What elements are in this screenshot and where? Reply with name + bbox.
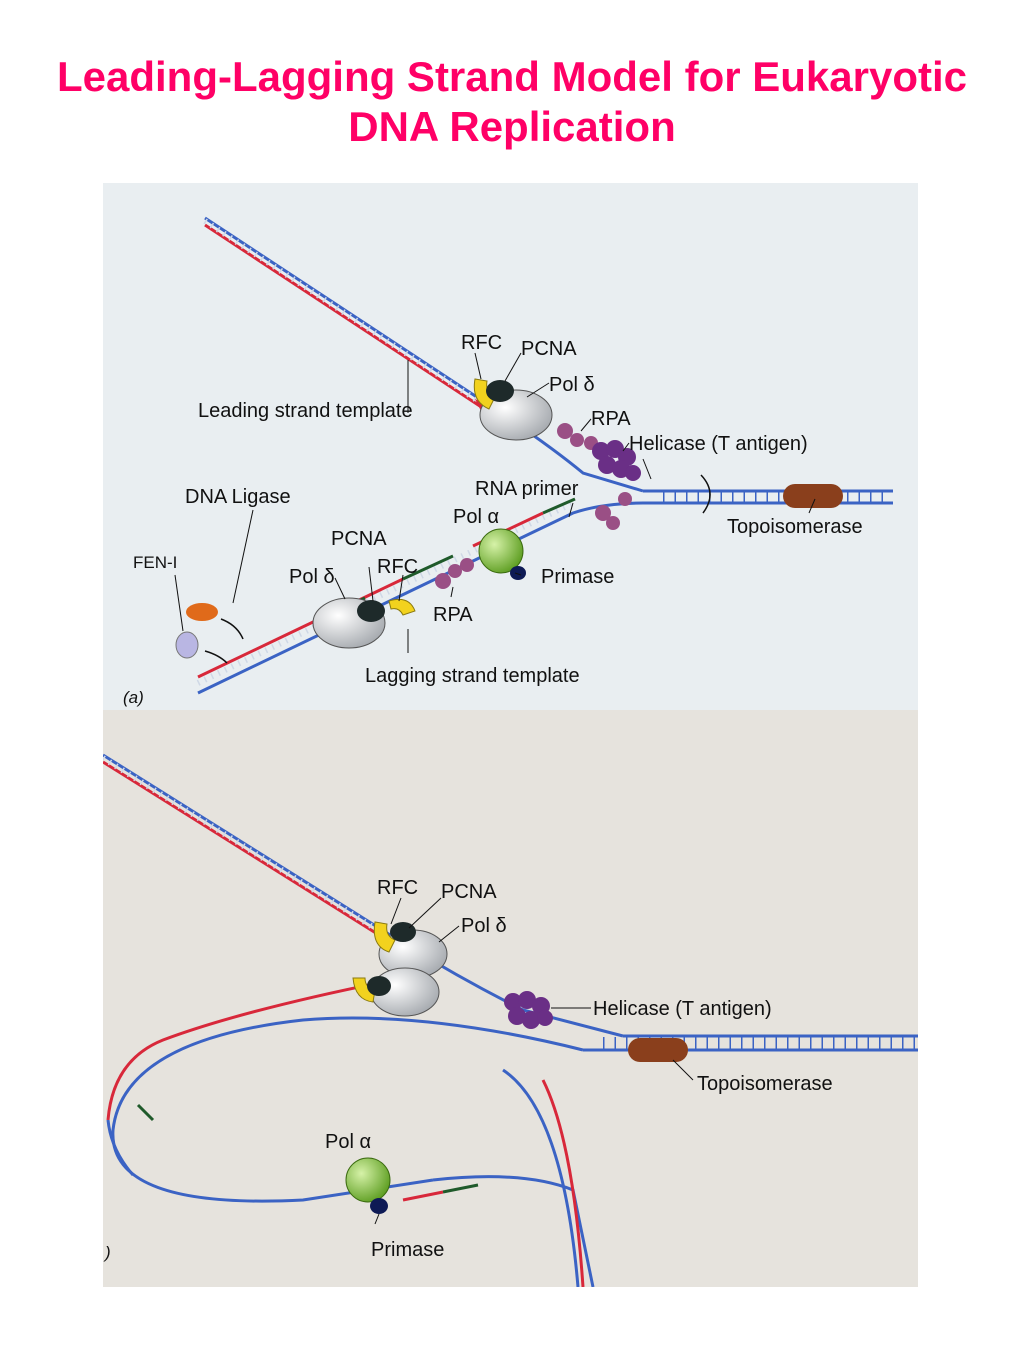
label-rfc-bottom: RFC [377, 556, 418, 578]
b-label-topoisomerase: Topoisomerase [697, 1073, 833, 1095]
b-pol-alpha-shape [345, 1157, 391, 1203]
b-lagging-template-tail [432, 1175, 595, 1287]
leading-new-strand [204, 223, 499, 420]
b-old-primer [136, 1103, 155, 1122]
b-new-okazaki-start [402, 1190, 444, 1202]
label-lagging-strand-template: Lagging strand template [365, 665, 580, 687]
panel-b-leader-lines [374, 897, 694, 1225]
label-pol-alpha: Pol α [453, 506, 499, 528]
label-leading-strand-template: Leading strand template [198, 400, 413, 422]
b-rfc-top-shape [373, 921, 396, 953]
label-pol-delta-top: Pol δ [549, 374, 595, 396]
panel-b-label: ) [103, 1243, 111, 1262]
b-label-primase: Primase [371, 1239, 444, 1261]
page-title: Leading-Lagging Strand Model for Eukaryo… [0, 52, 1024, 152]
label-dna-ligase: DNA Ligase [185, 486, 291, 508]
pcna-top-shape [486, 380, 514, 402]
lagging-primer-1 [402, 554, 454, 581]
panel-a-svg: RFC PCNA Pol δ Leading strand template R… [123, 216, 893, 707]
b-helicase-shape [504, 991, 553, 1029]
dna-ligase-shape [186, 603, 218, 621]
label-rfc-top: RFC [461, 332, 502, 354]
parental-duplex [643, 474, 893, 514]
label-primase: Primase [541, 566, 614, 588]
b-leading-template-strand [103, 753, 404, 945]
b-topoisomerase-shape [628, 1038, 688, 1062]
label-rpa-bottom: RPA [433, 604, 473, 626]
title-line-1: Leading-Lagging Strand Model for Eukaryo… [56, 53, 968, 100]
lagging-replisome [175, 492, 632, 664]
b-new-primer [442, 1183, 479, 1194]
panel-a-diagram: RFC PCNA Pol δ Leading strand template R… [103, 183, 918, 710]
rfc-bottom-shape [388, 598, 416, 616]
b-lagging-loop [106, 978, 595, 1287]
label-rna-primer: RNA primer [475, 478, 579, 500]
b-primase-shape [370, 1198, 388, 1214]
b-lagging-inner-strand [106, 1119, 135, 1176]
panel-b-svg: RFC PCNA Pol δ Helicase (T antigen) Topo… [103, 753, 918, 1287]
leading-replisome [473, 378, 641, 481]
label-pol-delta-bottom: Pol δ [289, 566, 335, 588]
b-label-helicase: Helicase (T antigen) [593, 998, 772, 1020]
label-pcna-top: PCNA [521, 338, 577, 360]
lagging-okazaki-fragment-1 [197, 577, 404, 679]
primase-shape [510, 566, 526, 580]
b-lagging-template-descent [502, 1068, 580, 1287]
label-fen1: FEN-I [133, 553, 177, 572]
fen1-shape [175, 631, 199, 659]
ligase-arrow-icon [220, 618, 244, 640]
panel-a-label: (a) [123, 688, 144, 707]
b-lagging-okazaki-fragment [106, 978, 394, 1121]
b-parental-duplex [583, 1034, 918, 1062]
pcna-bottom-shape [357, 600, 385, 622]
b-label-pol-delta: Pol δ [461, 915, 507, 937]
b-leading-base-pairs [103, 755, 405, 949]
leading-strand-duplex [203, 216, 644, 493]
rpa-mid-shape [595, 492, 632, 530]
fen1-arrow-icon [204, 650, 228, 664]
panel-b-diagram: RFC PCNA Pol δ Helicase (T antigen) Topo… [103, 710, 918, 1287]
pol-delta-top-shape [479, 389, 553, 441]
b-lagging-new-strand-tail [541, 1079, 585, 1287]
swivel-arrow-icon [700, 474, 711, 514]
topoisomerase-shape [783, 484, 843, 508]
b-lagging-template-loop [111, 1016, 584, 1203]
title-line-2: DNA Replication [348, 103, 676, 150]
label-helicase: Helicase (T antigen) [629, 433, 808, 455]
b-replisome [345, 921, 553, 1214]
label-rpa-top: RPA [591, 408, 631, 430]
b-pcna-bottom-shape [367, 976, 391, 996]
b-label-rfc: RFC [377, 877, 418, 899]
rpa-bottom-shape [435, 558, 474, 589]
label-pcna-bottom: PCNA [331, 528, 387, 550]
b-label-pcna: PCNA [441, 881, 497, 903]
b-leading-new-strand [103, 760, 404, 952]
rna-primer-segment [542, 497, 576, 515]
helicase-shape [592, 440, 641, 481]
panel-a-leader-lines [174, 352, 816, 653]
pol-alpha-shape [478, 528, 524, 574]
b-label-pol-alpha: Pol α [325, 1131, 371, 1153]
label-topoisomerase: Topoisomerase [727, 516, 863, 538]
leading-base-pairs [203, 218, 500, 417]
lagging-strand-duplex [196, 497, 644, 695]
